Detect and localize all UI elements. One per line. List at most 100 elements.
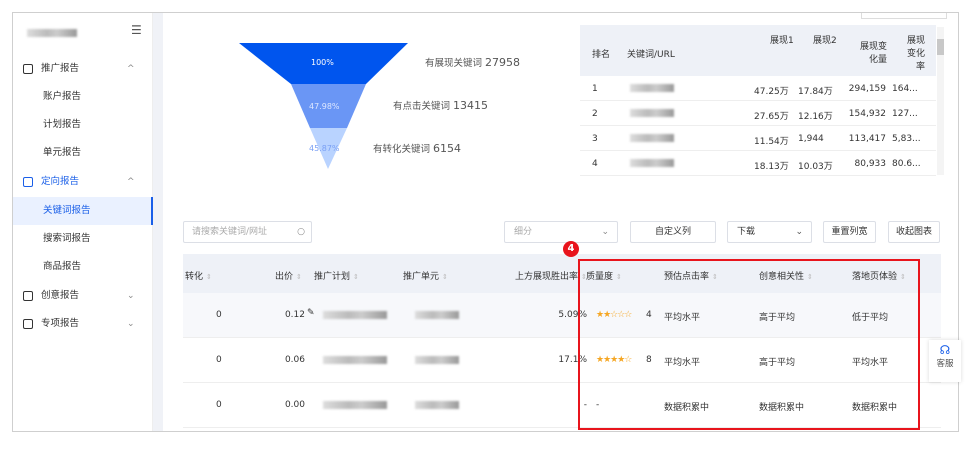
sidebar-item-account-report[interactable]: 账户报告 [43, 91, 82, 102]
logo [27, 29, 77, 37]
rank: 3 [592, 134, 598, 144]
col-impr-rate[interactable]: 展现变化率 [906, 36, 925, 72]
unit-redacted [415, 401, 459, 409]
keyword-redacted [630, 84, 674, 92]
bid: 0.12 [284, 310, 305, 320]
funnel-label-1: 有展现关键词 27958 [425, 56, 521, 69]
col-est-ctr[interactable]: 预估点击率⇕ [664, 272, 718, 282]
sidebar-item-search-term-report[interactable]: 搜索词报告 [43, 233, 91, 244]
col-conversion[interactable]: 转化⇕ [185, 272, 212, 282]
table-row[interactable]: 0 0.06 17.1% ★★★★☆ 8 平均水平 高于平均 平均水平 [183, 338, 941, 383]
sidebar-item-product-report[interactable]: 商品报告 [43, 261, 82, 272]
col-rank: 排名 [592, 50, 611, 60]
funnel-stage-3 [310, 128, 347, 169]
download-select[interactable]: 下载⌄ [727, 221, 812, 243]
chart-report-icon [23, 64, 33, 74]
col-unit[interactable]: 推广单元⇕ [403, 272, 448, 282]
rank: 1 [592, 84, 598, 94]
search-icon: ○ [297, 227, 305, 237]
keyword-redacted [630, 134, 674, 142]
impr2: 17.84万 [798, 87, 833, 97]
col-impr2[interactable]: 展现2 [813, 36, 837, 46]
keyword-search-input[interactable]: 请搜索关键词/网址○ [183, 221, 312, 243]
bid: 0.06 [284, 355, 305, 365]
impr-change: 154,932 [848, 109, 886, 119]
top-table-scrollbar[interactable] [937, 27, 944, 175]
chevron-down-icon: ⌄ [601, 227, 609, 237]
impr-rate: 5,83... [892, 134, 921, 144]
top-win-rate: 5.09% [558, 310, 587, 320]
impr2: 10.03万 [798, 162, 833, 172]
unit-redacted [415, 356, 459, 364]
funnel-chart [239, 43, 408, 169]
creative-relevance: 高于平均 [759, 313, 796, 323]
sidebar-group-targeting-report[interactable]: 定向报告^ [13, 168, 153, 196]
sidebar-group-creative-report[interactable]: 创意报告⌄ [13, 282, 153, 310]
quality-stars: ★★☆☆☆ [596, 310, 632, 320]
creative-report-icon [23, 291, 33, 301]
quality-score: - [596, 400, 600, 410]
col-bid[interactable]: 出价⇕ [275, 272, 302, 282]
col-creative-relevance[interactable]: 创意相关性⇕ [759, 272, 813, 282]
est-ctr: 平均水平 [664, 358, 701, 368]
keyword-redacted [630, 109, 674, 117]
bid: 0.00 [284, 400, 305, 410]
landing-experience: 低于平均 [852, 313, 889, 323]
table-row[interactable]: 0 0.12 ✎ 5.09% ★★☆☆☆ 4 平均水平 高于平均 低于平均 [183, 293, 941, 338]
col-quality[interactable]: 质量度⇕ [586, 272, 622, 282]
sidebar-item-unit-report[interactable]: 单元报告 [43, 147, 82, 158]
col-impr1[interactable]: 展现1 [770, 36, 794, 46]
chevron-down-icon: ⌄ [127, 291, 135, 301]
top-table-row[interactable]: 4 18.13万 10.03万 80,933 80.6... [580, 151, 936, 176]
impr-rate: 164... [892, 84, 918, 94]
chevron-up-icon: ^ [127, 64, 135, 74]
est-ctr: 数据积累中 [664, 403, 710, 413]
quality-score: 4 [646, 310, 652, 320]
plan-redacted [323, 356, 387, 364]
annotation-badge: 4 [563, 241, 579, 257]
chevron-up-icon: ^ [127, 177, 135, 187]
keyword-redacted [630, 159, 674, 167]
headset-icon: ☊ [939, 343, 951, 357]
segment-select[interactable]: 细分⌄ [504, 221, 618, 243]
col-top-win-rate[interactable]: 上方展现胜出率⇕ [515, 272, 587, 282]
edit-icon[interactable]: ✎ [307, 308, 315, 318]
impr-rate: 127... [892, 109, 918, 119]
special-report-icon [23, 319, 33, 329]
funnel-pct-2: 47.98% [309, 102, 340, 111]
impr1: 27.65万 [754, 112, 789, 122]
chevron-down-icon: ⌄ [127, 319, 135, 329]
sidebar-group-promotion-report[interactable]: 推广报告^ [13, 55, 153, 83]
funnel-stage-2 [291, 84, 366, 128]
chevron-down-icon: ⌄ [795, 227, 803, 237]
top-table-row[interactable]: 2 27.65万 12.16万 154,932 127... [580, 101, 936, 126]
collapse-menu-icon[interactable]: ☰ [131, 23, 142, 37]
custom-columns-button[interactable]: 自定义列 [630, 221, 716, 243]
table-row[interactable]: 0 0.00 - - 数据积累中 数据积累中 数据积累中 [183, 383, 941, 428]
sidebar-group-special-report[interactable]: 专项报告⌄ [13, 310, 153, 338]
app-frame: ☰ 推广报告^ 账户报告 计划报告 单元报告 定向报告^ 关键词报告 搜索词报告… [12, 12, 959, 432]
top-table-header [580, 25, 936, 76]
quality-score: 8 [646, 355, 652, 365]
col-impr-change[interactable]: 展现变化量 [859, 42, 887, 65]
top-win-rate: - [583, 400, 587, 410]
rank: 2 [592, 109, 598, 119]
top-table-row[interactable]: 3 11.54万 1,944 113,417 5,83... [580, 126, 936, 151]
impr2: 1,944 [798, 134, 824, 144]
quality-stars: ★★★★☆ [596, 355, 632, 365]
customer-service-button[interactable]: ☊ 客服 [929, 340, 961, 382]
conversion: 0 [216, 355, 222, 365]
col-plan[interactable]: 推广计划⇕ [314, 272, 359, 282]
impr1: 11.54万 [754, 137, 789, 147]
impr-rate: 80.6... [892, 159, 921, 169]
top-table-row[interactable]: 1 47.25万 17.84万 294,159 164... [580, 76, 936, 101]
sidebar-item-keyword-report[interactable]: 关键词报告 [13, 197, 153, 225]
sidebar-item-plan-report[interactable]: 计划报告 [43, 119, 82, 130]
col-landing-experience[interactable]: 落地页体验⇕ [852, 272, 906, 282]
collapse-chart-button[interactable]: 收起图表 [888, 221, 940, 243]
reset-width-button[interactable]: 重置列宽 [823, 221, 876, 243]
date-picker[interactable] [861, 13, 947, 19]
landing-experience: 数据积累中 [852, 403, 898, 413]
col-keyword-url: 关键词/URL [627, 50, 675, 60]
funnel-label-2: 有点击关键词 13415 [393, 99, 489, 112]
